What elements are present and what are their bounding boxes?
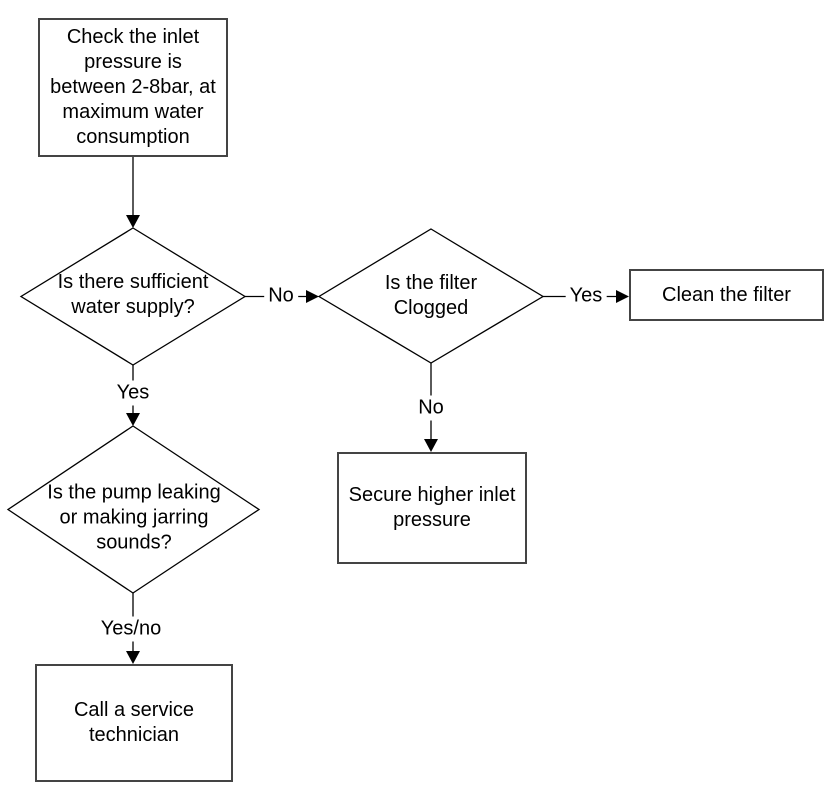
arrowhead-filter-no-to-secure: [424, 439, 438, 452]
edge-label-pump-leaking-yesno: Yes/no: [96, 616, 166, 642]
edge-label-filter-clogged-yes: Yes: [565, 283, 607, 309]
arrowhead-check-to-water-supply: [126, 215, 140, 228]
arrowhead-filter-yes-to-clean: [616, 290, 629, 303]
edge-label-filter-clogged-no: No: [414, 395, 448, 421]
process-box-check-inlet-pressure: Check the inlet pressure is between 2-8b…: [38, 18, 228, 157]
decision-text-water-supply: Is there sufficient water supply?: [57, 271, 209, 318]
arrowhead-pump-yesno-to-call: [126, 651, 140, 664]
arrowhead-water-supply-yes-to-pump: [126, 413, 140, 426]
edge-label-water-supply-no: No: [264, 283, 298, 309]
process-box-clean-filter: Clean the filter: [629, 269, 824, 321]
decision-text-filter-clogged: Is the filter Clogged: [384, 272, 478, 319]
decision-text-pump-leaking: Is the pump leaking or making jarring so…: [47, 481, 221, 554]
process-box-call-service-technician: Call a service technician: [35, 664, 233, 782]
process-box-secure-higher-pressure: Secure higher inlet pressure: [337, 452, 527, 564]
arrowhead-water-supply-no-to-filter: [306, 290, 319, 303]
edge-label-water-supply-yes: Yes: [112, 380, 154, 406]
